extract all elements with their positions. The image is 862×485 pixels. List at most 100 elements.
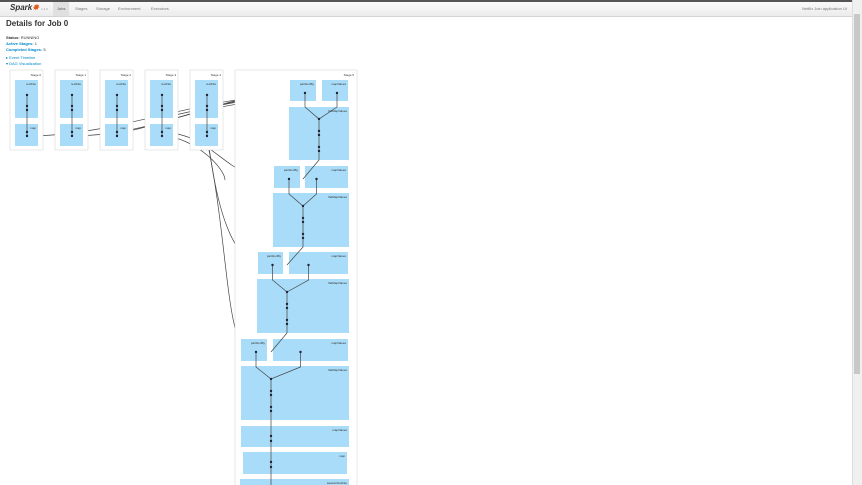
rdd-node <box>70 93 74 97</box>
mapvalues-box-label: mapValues <box>331 82 346 86</box>
mapvalues-box-label: mapValues <box>331 168 346 172</box>
rdd-node <box>303 91 307 95</box>
tab-jobs[interactable]: Jobs <box>53 2 70 16</box>
textfile-box-label: textFile <box>161 82 171 86</box>
textfile-box <box>60 80 83 118</box>
map-box-label: map <box>165 126 171 130</box>
flatmapvalues-box <box>241 366 349 420</box>
stage-label: Stage 5 <box>344 73 355 77</box>
rdd-node <box>301 236 305 240</box>
rdd-node <box>205 104 209 108</box>
mapvalues-box <box>273 339 348 361</box>
rdd-node <box>301 232 305 236</box>
rdd-node <box>269 409 273 413</box>
rdd-node <box>269 389 273 393</box>
flatmapvalues-box <box>257 279 349 333</box>
map-box-label: map <box>30 126 36 130</box>
rdd-node <box>25 130 29 134</box>
spark-logo[interactable]: Spark✸1.4.0 <box>10 3 48 12</box>
partitionby-box-label: partitionBy <box>267 254 282 258</box>
rdd-node <box>160 93 164 97</box>
stage-label: Stage 0 <box>31 73 42 77</box>
textfile-box-label: textFile <box>116 82 126 86</box>
rdd-node <box>25 104 29 108</box>
star-icon: ✸ <box>32 3 39 12</box>
rdd-node <box>301 216 305 220</box>
tab-storage[interactable]: Storage <box>96 6 111 11</box>
map-box-label: map <box>120 126 126 130</box>
rdd-node <box>271 263 274 267</box>
partitionby-box <box>241 339 267 361</box>
rdd-node <box>25 93 29 97</box>
partitionby-box-label: partitionBy <box>251 341 266 345</box>
textfile-box-label: textFile <box>26 82 36 86</box>
rdd-node <box>25 108 29 112</box>
rdd-node <box>307 263 310 267</box>
flatmapvalues-box <box>273 193 349 247</box>
rdd-node <box>205 134 209 138</box>
version: 1.4.0 <box>40 7 48 11</box>
page-title: Details for Job 0 <box>6 19 69 28</box>
rdd-node <box>317 145 321 149</box>
rdd-node <box>317 129 321 133</box>
scrollbar[interactable] <box>852 0 862 485</box>
stage-label: Stage 1 <box>76 73 87 77</box>
textfile-box <box>150 80 173 118</box>
completed-stages: Completed Stages: 5 <box>6 47 46 52</box>
rdd-node <box>285 290 289 294</box>
rdd-node <box>70 108 74 112</box>
rdd-node <box>70 104 74 108</box>
dag-visualization-toggle[interactable]: ▾ DAG Visualization <box>6 61 42 66</box>
mapvalues-box-label: mapValues <box>331 341 346 345</box>
tab-environment[interactable]: Environment <box>118 6 141 11</box>
flatmapvalues-box-label: flatMapValues <box>328 281 347 285</box>
rdd-node <box>269 434 273 438</box>
rdd-node <box>269 460 273 464</box>
dag-edge <box>286 206 304 266</box>
partitionby-box <box>290 80 316 101</box>
rdd-node <box>70 134 74 138</box>
rdd-node <box>115 134 119 138</box>
rdd-node <box>160 130 164 134</box>
flatmapvalues-box-label: flatMapValues <box>328 368 347 372</box>
top-border <box>0 0 853 2</box>
rdd-node <box>160 108 164 112</box>
app-name: Netflix Join application UI <box>802 6 847 11</box>
map-box-label: map <box>75 126 81 130</box>
partitionby-box <box>258 252 283 274</box>
rdd-node <box>301 220 305 224</box>
partitionby-box-label: partitionBy <box>284 168 299 172</box>
textfile-box-label: textFile <box>206 82 216 86</box>
completed-stages-link[interactable]: Completed Stages: <box>6 47 43 52</box>
navbar: Spark✸1.4.0 Jobs Stages Storage Environm… <box>0 2 853 17</box>
status-line: Status: RUNNING <box>6 35 40 40</box>
mapvalues-box <box>322 80 348 101</box>
rdd-node <box>315 177 318 181</box>
stage-label: Stage 3 <box>166 73 177 77</box>
active-stages-link[interactable]: Active Stages: <box>6 41 34 46</box>
save-box-label: saveAsTextFile <box>327 481 348 485</box>
tab-stages[interactable]: Stages <box>75 6 88 11</box>
rdd-node <box>205 130 209 134</box>
mapvalues-box <box>241 426 349 447</box>
rdd-node <box>287 177 291 181</box>
tab-executors[interactable]: Executors <box>151 6 169 11</box>
rdd-node <box>160 134 164 138</box>
rdd-node <box>160 104 164 108</box>
dag-edge <box>302 119 320 180</box>
rdd-node <box>317 133 321 137</box>
rdd-node <box>205 93 209 97</box>
rdd-node <box>301 204 305 208</box>
rdd-node <box>335 91 339 95</box>
rdd-node <box>269 393 273 397</box>
mapvalues-box-label: mapValues <box>331 254 346 258</box>
textfile-box <box>195 80 218 118</box>
save-box <box>240 479 349 485</box>
mapvalues-box <box>305 166 348 188</box>
scrollbar-thumb[interactable] <box>854 14 860 374</box>
event-timeline-toggle[interactable]: ▸ Event Timeline <box>6 55 36 60</box>
rdd-node <box>115 104 119 108</box>
textfile-box <box>15 80 38 118</box>
partitionby-box-label: partitionBy <box>300 82 315 86</box>
